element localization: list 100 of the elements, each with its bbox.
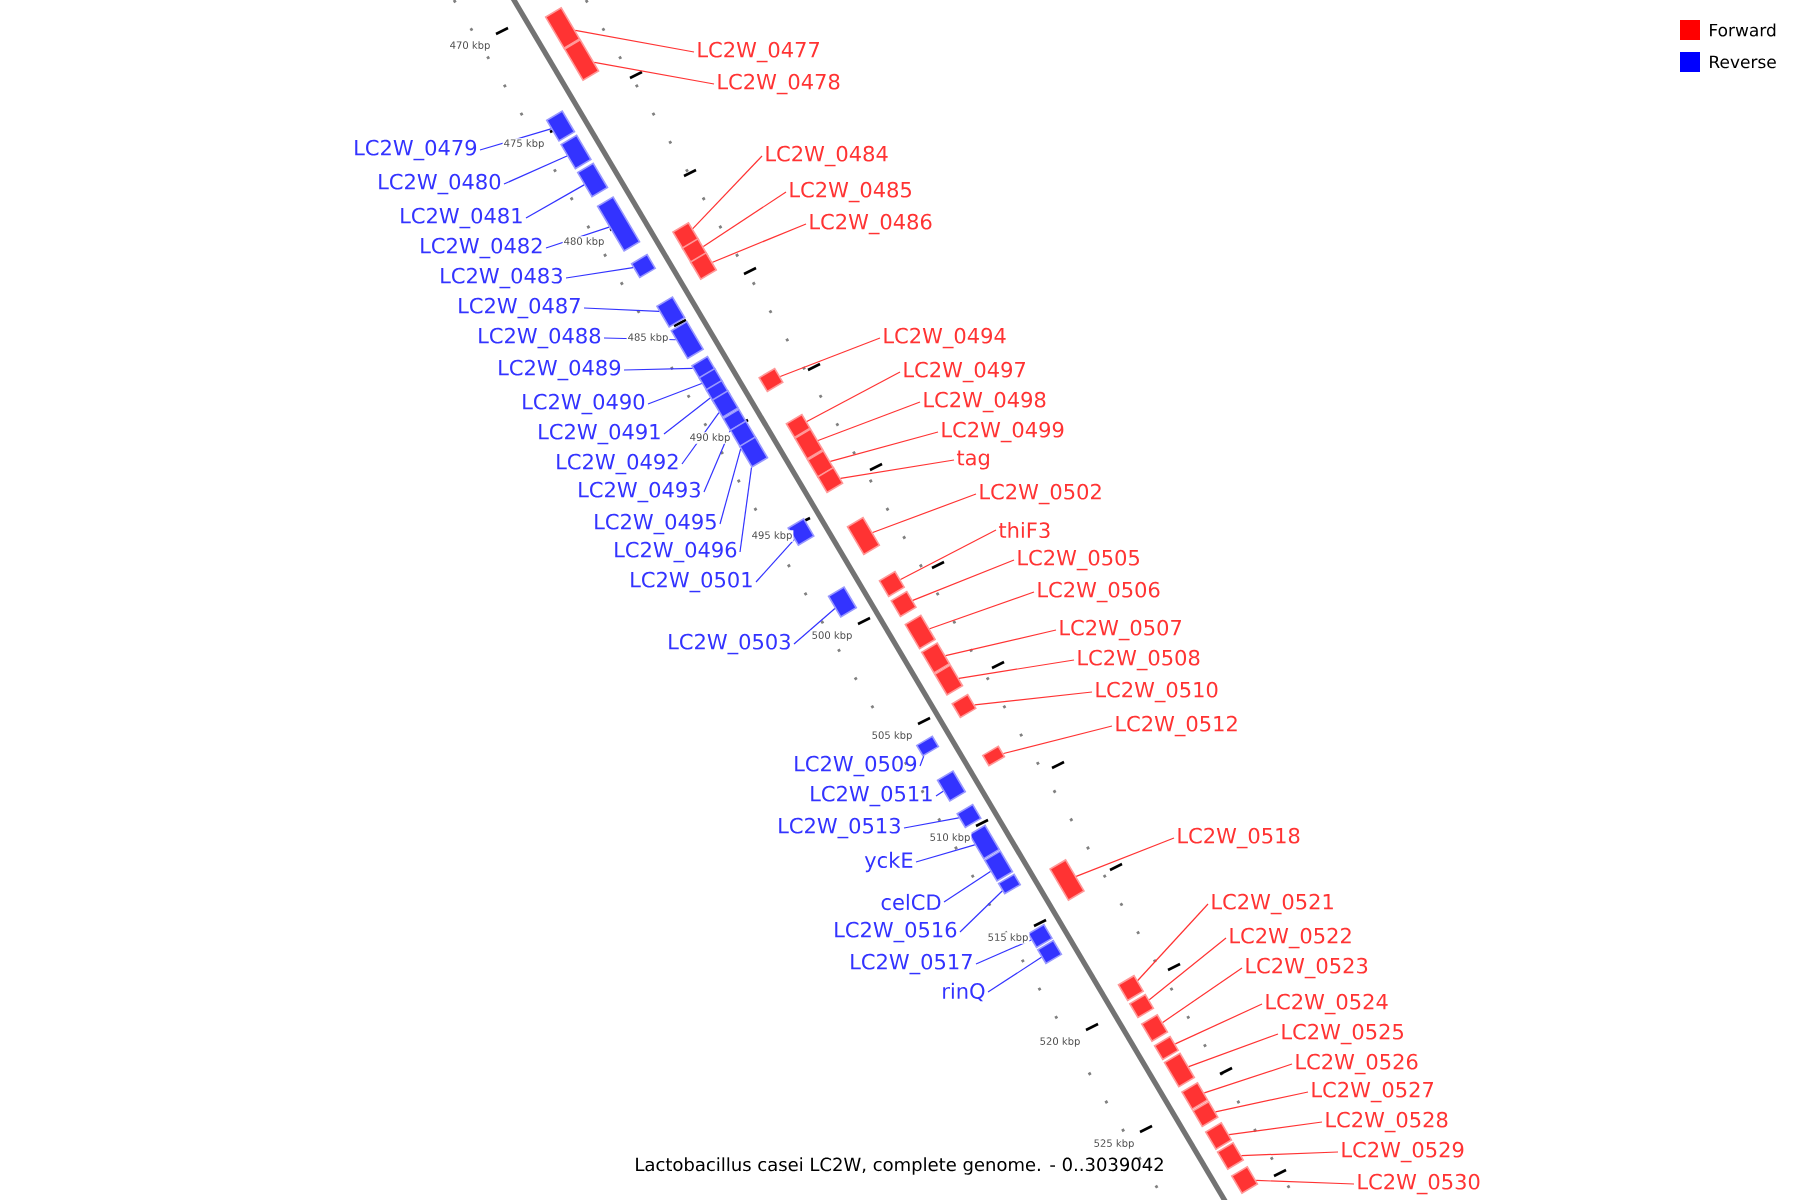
gene-label: LC2W_0517	[851, 953, 972, 975]
gene-label: LC2W_0487	[459, 297, 580, 319]
gene-label: LC2W_0482	[421, 237, 542, 259]
caption: Lactobacillus casei LC2W, complete genome. - 0..3039042	[636, 1157, 1163, 1175]
gene-label: LC2W_0499	[942, 421, 1064, 443]
leader-line	[479, 128, 552, 151]
gene-label: celCD	[881, 893, 941, 911]
gene-block	[545, 110, 576, 142]
gene-block	[1192, 1100, 1219, 1128]
gene-block	[738, 436, 769, 468]
gene-label: LC2W_0529	[1342, 1141, 1464, 1163]
leader-line	[593, 61, 715, 85]
gene-block	[630, 253, 657, 279]
gene-label: LC2W_0503	[669, 633, 790, 655]
gene-label: LC2W_0485	[790, 181, 911, 203]
gene-block	[933, 664, 964, 696]
leader-line	[793, 607, 836, 645]
leader-line	[1075, 837, 1175, 877]
leader-line	[663, 397, 711, 435]
gene-label: LC2W_0492	[557, 453, 678, 475]
gene-label: LC2W_0478	[718, 73, 840, 95]
gene-block	[576, 162, 609, 198]
gene-block	[956, 803, 982, 829]
gene-block	[915, 735, 940, 757]
leader-line	[1228, 1121, 1323, 1136]
leader-line	[945, 629, 1057, 657]
leader-line	[935, 790, 944, 797]
gene-block	[1036, 939, 1063, 965]
gene-label: LC2W_0491	[539, 423, 660, 445]
gene-label: LC2W_0508	[1078, 649, 1200, 671]
gene-block	[758, 367, 784, 393]
gene-block	[655, 296, 686, 328]
leader-line	[806, 371, 901, 422]
gene-label: LC2W_0507	[1060, 619, 1181, 641]
leader-line	[574, 29, 695, 53]
leader-line	[703, 430, 731, 493]
gene-label: LC2W_0516	[835, 921, 957, 943]
gene-label: LC2W_0523	[1246, 957, 1368, 979]
leader-line	[943, 870, 991, 903]
gene-block	[1153, 1035, 1180, 1061]
gene-label: LC2W_0525	[1282, 1023, 1403, 1045]
gene-label: LC2W_0522	[1230, 927, 1351, 949]
gene-label: LC2W_0481	[401, 207, 522, 229]
gene-block	[951, 693, 977, 719]
gene-label: LC2W_0495	[595, 513, 716, 535]
gene-block	[560, 134, 592, 170]
leader-line	[829, 431, 939, 462]
gene-block	[827, 586, 858, 618]
leader-line	[840, 459, 955, 479]
gene-label: LC2W_0498	[924, 391, 1046, 413]
gene-label: tag	[957, 450, 989, 470]
leader-line	[779, 337, 881, 378]
leader-line	[719, 448, 742, 525]
leader-line	[987, 956, 1042, 993]
leader-line	[1240, 1151, 1339, 1157]
leader-line	[503, 155, 568, 185]
gene-label: LC2W_0489	[499, 359, 621, 381]
leader-line	[817, 401, 921, 442]
leader-line	[692, 155, 763, 230]
gene-block	[816, 466, 844, 494]
leader-line	[1137, 903, 1209, 982]
leader-line	[623, 367, 694, 371]
leader-line	[903, 817, 960, 829]
gene-block	[793, 428, 824, 460]
gene-label: LC2W_0483	[441, 267, 562, 289]
gene-label: LC2W_0526	[1296, 1053, 1418, 1075]
gene-label: rinQ	[943, 982, 985, 1002]
leader-line	[1002, 725, 1113, 755]
gene-label: LC2W_0496	[615, 541, 737, 563]
leader-line	[545, 226, 610, 249]
gene-block	[981, 745, 1006, 767]
gene-label: LC2W_0497	[904, 361, 1025, 383]
gene-label: LC2W_0506	[1038, 581, 1160, 603]
gene-label: LC2W_0494	[884, 327, 1006, 349]
leader-line	[919, 755, 925, 767]
leader-line	[899, 529, 997, 581]
gene-label: LC2W_0484	[766, 145, 888, 167]
leader-line	[583, 307, 660, 313]
gene-label: LC2W_0502	[980, 483, 1101, 505]
leader-line	[702, 191, 787, 248]
gene-label: yckE	[864, 851, 913, 873]
gene-label: thiF3	[998, 521, 1050, 539]
gene-block	[968, 824, 1001, 860]
gene-label: LC2W_0480	[379, 173, 501, 195]
leader-line	[1162, 967, 1243, 1024]
leader-line	[974, 691, 1093, 706]
gene-label: LC2W_0509	[795, 755, 917, 777]
gene-label: LC2W_0501	[631, 571, 752, 593]
gene-label: LC2W_0505	[1018, 549, 1139, 571]
leader-line	[1188, 1033, 1279, 1068]
gene-label: LC2W_0488	[479, 327, 601, 349]
gene-label: LC2W_0521	[1212, 893, 1333, 915]
legend-label: Reverse	[1710, 55, 1776, 69]
leader-line	[525, 184, 585, 219]
leader-line	[1203, 1063, 1293, 1094]
gene-block	[1128, 993, 1155, 1019]
leader-line	[912, 559, 1015, 601]
gene-label: LC2W_0530	[1358, 1173, 1480, 1195]
leader-line	[958, 659, 1075, 679]
gene-label: LC2W_0490	[523, 393, 645, 415]
